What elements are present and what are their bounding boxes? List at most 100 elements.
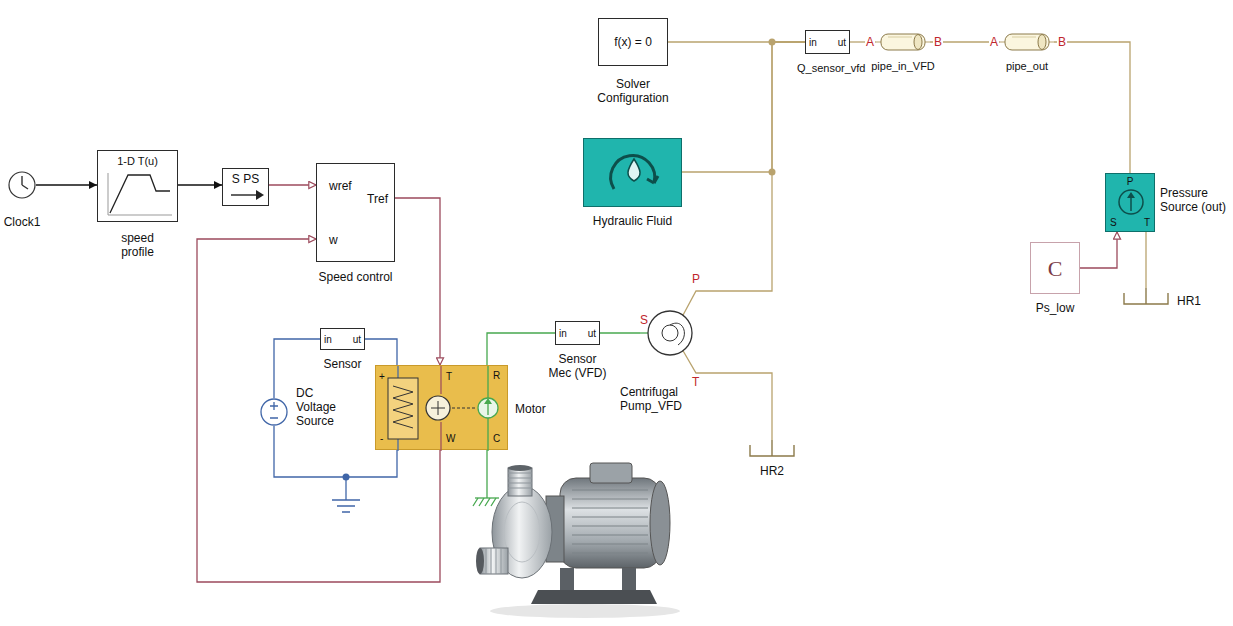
source-block-shape: [1119, 190, 1143, 214]
pipe-block-shape: [888, 37, 912, 38]
port-label: wref: [329, 179, 352, 193]
reservoir-symbol: HR2: [747, 440, 797, 458]
fluid-block-shape: [584, 139, 681, 206]
clock-block: Clock1: [8, 171, 36, 199]
converter-block-shape: [231, 194, 257, 195]
port-label: ut: [838, 36, 846, 50]
pipe-block: ABpipe_in_VFD: [876, 33, 930, 51]
pipe-block-shape: [914, 35, 922, 50]
block-label: Q_sensor_vfd: [797, 61, 865, 75]
block-label: DC Voltage Source: [296, 386, 346, 428]
port-label: A: [865, 35, 875, 49]
block-label: Sensor: [323, 357, 361, 371]
motor-block-shape: [484, 398, 492, 404]
voltage-source: DC Voltage Source: [260, 398, 288, 426]
port-label: P: [692, 272, 700, 286]
block-label: Motor: [515, 402, 546, 416]
port-label: C: [493, 432, 500, 446]
connector-group: [36, 42, 1146, 582]
block-label: pipe_in_VFD: [871, 59, 935, 73]
block-label: Hydraulic Fluid: [593, 214, 672, 228]
pump-photo: [560, 568, 574, 590]
fluid-block-shape: [628, 159, 640, 181]
pipe-block-shape: [1012, 37, 1036, 38]
pump-photo: [622, 568, 636, 590]
port-label: A: [989, 35, 999, 49]
pump-photo: [490, 604, 680, 618]
pump-photo: [486, 548, 501, 574]
electrical-ground: [345, 477, 346, 500]
physical-signal-line: [1080, 232, 1117, 268]
physical-signal-line: [197, 239, 440, 582]
port-label: in: [809, 36, 817, 50]
voltage-source-shape: [261, 399, 287, 425]
source-block: PSTPressure Source (out): [1105, 173, 1155, 232]
mechanical-ground: [473, 498, 496, 506]
controller-block: wrefwTrefSpeed control: [316, 163, 395, 262]
junction-dot: [343, 39, 776, 481]
reservoir-symbol: HR1: [1121, 288, 1171, 306]
pipe-block-shape: [1038, 35, 1046, 50]
voltage-source-shape: [260, 398, 288, 426]
pump-photo: [650, 481, 670, 565]
mechanical-line: [600, 332, 640, 333]
port-label: S: [640, 313, 648, 327]
block-label: HR1: [1177, 294, 1201, 308]
port-label: w: [329, 233, 338, 247]
pipe-block-shape: [1005, 34, 1049, 50]
reservoir-symbol-shape: [750, 440, 794, 456]
block-text: S PS: [232, 172, 259, 186]
pump-symbol-shape: [640, 332, 648, 333]
clock-block-shape: [9, 172, 35, 198]
port-label: in: [324, 333, 332, 347]
clock-block-shape: [8, 171, 36, 199]
port-label: B: [933, 35, 943, 49]
mechanical-line: [487, 333, 555, 365]
pump-photo: [480, 548, 508, 574]
motor-block: +-TWRCMotor: [375, 365, 508, 450]
pump-symbol-shape: [648, 311, 692, 355]
lookup-table-block-shape: [108, 173, 172, 215]
fluid-block-shape: [647, 176, 658, 183]
pump-photo: [476, 463, 680, 618]
block-text: C: [1048, 257, 1063, 281]
motor-block-shape: [426, 396, 450, 420]
port-label: W: [446, 432, 455, 446]
pump-photo: [476, 548, 484, 574]
source-block-shape: [1127, 192, 1135, 198]
port-label: ut: [588, 327, 596, 341]
pump-photo: [504, 502, 540, 562]
block-label: Pressure Source (out): [1160, 186, 1228, 214]
hydraulic-line: [705, 373, 772, 440]
motor-block-shape: [487, 403, 488, 415]
reservoir-symbol-shape: [747, 440, 797, 458]
block-label: Centrifugal Pump_VFD: [620, 385, 696, 413]
pump-symbol-shape: [662, 325, 678, 341]
port-label: Tref: [367, 192, 388, 206]
lookup-table-block-shape: [110, 175, 170, 213]
pump-photo: [508, 473, 532, 488]
port-label: T: [1144, 216, 1150, 230]
pump-symbol-shape: [670, 323, 684, 345]
pump-symbol: SPTCentrifugal Pump_VFD: [640, 287, 705, 377]
block-label: Sensor Mec (VFD): [548, 352, 608, 380]
port-label: T: [692, 375, 699, 389]
motor-block-shape: [478, 398, 498, 418]
fluid-block-shape: [611, 155, 655, 189]
electrical-ground: [332, 500, 360, 512]
block-text: 1-D T(u): [117, 154, 158, 168]
hydraulic-line: [682, 42, 805, 172]
motor-block-shape: [487, 366, 488, 451]
signal-line: [178, 184, 222, 185]
block-label: Clock1: [4, 215, 41, 229]
block-text: f(x) = 0: [614, 35, 652, 49]
port-label: B: [1057, 35, 1067, 49]
block-label: HR2: [760, 464, 784, 478]
block-label: Solver Configuration: [591, 77, 675, 105]
reservoir-symbol-shape: [1124, 288, 1168, 304]
hydraulic-line: [1054, 42, 1130, 173]
motor-block-shape: [376, 366, 507, 449]
pump-symbol-shape: [640, 287, 705, 377]
